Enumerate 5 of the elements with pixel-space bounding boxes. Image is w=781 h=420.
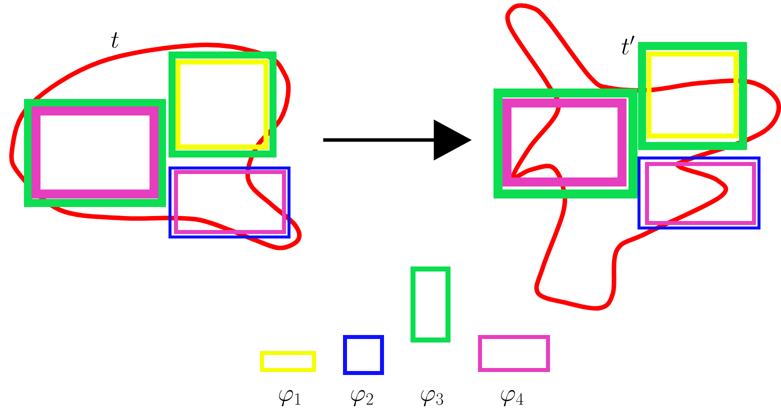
legend-label: $\varphi_4$ xyxy=(501,390,524,406)
curve-label: $t$ xyxy=(111,32,119,48)
legend-label: $\varphi_2$ xyxy=(351,390,373,406)
legend-label: $\varphi_1$ xyxy=(279,390,300,406)
legend-label: $\varphi_3$ xyxy=(421,390,444,406)
